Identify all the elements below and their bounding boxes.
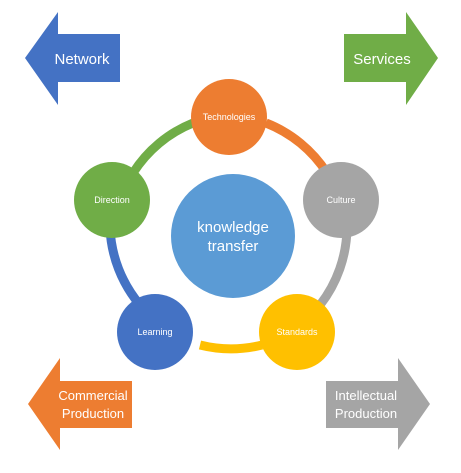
node-direction: Direction xyxy=(74,162,150,238)
ring-arc-technologies-culture xyxy=(264,118,331,176)
arrow-network: Network xyxy=(25,12,120,105)
node-technologies: Technologies xyxy=(191,79,267,155)
arrow-commercial-label-line1: Commercial xyxy=(58,388,127,403)
arrow-intellectual-production: Intellectual Production xyxy=(326,358,430,450)
node-learning-label: Learning xyxy=(137,327,172,337)
node-learning: Learning xyxy=(117,294,193,370)
node-culture-label: Culture xyxy=(326,195,355,205)
arrow-intellectual-label-line2: Production xyxy=(335,406,397,421)
ring-arc-direction-technologies xyxy=(129,118,195,176)
node-standards-label: Standards xyxy=(276,327,318,337)
arrow-services-label: Services xyxy=(353,51,411,68)
ring-arc-learning-direction xyxy=(105,227,144,308)
node-standards: Standards xyxy=(259,294,335,370)
center-label-line2: transfer xyxy=(208,238,259,255)
arrow-commercial-label-line2: Production xyxy=(62,406,124,421)
node-culture: Culture xyxy=(303,162,379,238)
node-technologies-label: Technologies xyxy=(203,112,256,122)
center-label-line1: knowledge xyxy=(197,219,269,236)
ring-arc-standards-learning xyxy=(198,340,264,354)
arrow-network-label: Network xyxy=(54,51,110,68)
node-direction-label: Direction xyxy=(94,195,130,205)
arrow-intellectual-label-line1: Intellectual xyxy=(335,388,397,403)
arrow-commercial-production: Commercial Production xyxy=(28,358,132,450)
ring-arc-culture-standards xyxy=(316,227,352,308)
center-circle: knowledge transfer xyxy=(171,174,295,298)
arrow-services: Services xyxy=(344,12,438,105)
